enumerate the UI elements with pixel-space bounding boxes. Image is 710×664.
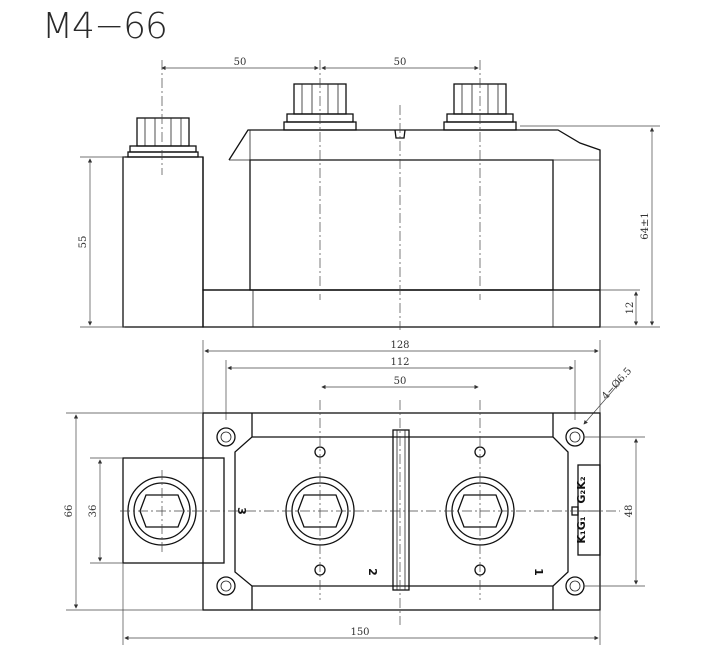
dim-overall-length: 150	[350, 627, 369, 638]
left-terminal-nut	[127, 117, 199, 158]
terminal-1-label: 1	[532, 568, 545, 576]
mounting-holes	[216, 427, 585, 596]
dim-overall-height: 55	[78, 236, 89, 249]
dim-base-height: 12	[625, 302, 636, 315]
terminal-2-label: 2	[366, 568, 379, 576]
drawing-title: M4−66	[42, 6, 168, 47]
dim-hole-spacing: 112	[390, 357, 409, 368]
terminal-3-label: 3	[235, 507, 248, 515]
left-terminal-block	[122, 156, 204, 328]
base-plate	[202, 289, 601, 328]
terminal-3-tab	[122, 457, 225, 564]
base-outline	[202, 412, 601, 611]
dim-terminal-spacing-left: 50	[234, 57, 247, 68]
dim-overall-width: 66	[64, 505, 75, 518]
dim-base-length: 128	[390, 340, 409, 351]
main-body-outline	[202, 129, 601, 291]
dim-hole-width: 48	[624, 505, 635, 518]
dim-center-spacing: 50	[394, 376, 407, 387]
dim-hole-diameter: 4−Ø6.5	[600, 366, 634, 402]
gate-g2k2-label: G₂K₂	[575, 476, 588, 503]
dim-mount-height: 64±1	[640, 212, 651, 239]
gate-k1g1-label: K₁G₁	[575, 516, 588, 543]
side-view: 50 50 55 64±1 12	[78, 57, 660, 330]
main-body-inner	[249, 159, 554, 291]
dim-terminal-spacing-right: 50	[394, 57, 407, 68]
dim-terminal3-width: 36	[88, 505, 99, 518]
top-view: 128 112 50 4−Ø6.5	[64, 340, 645, 645]
center-separator	[392, 429, 410, 591]
